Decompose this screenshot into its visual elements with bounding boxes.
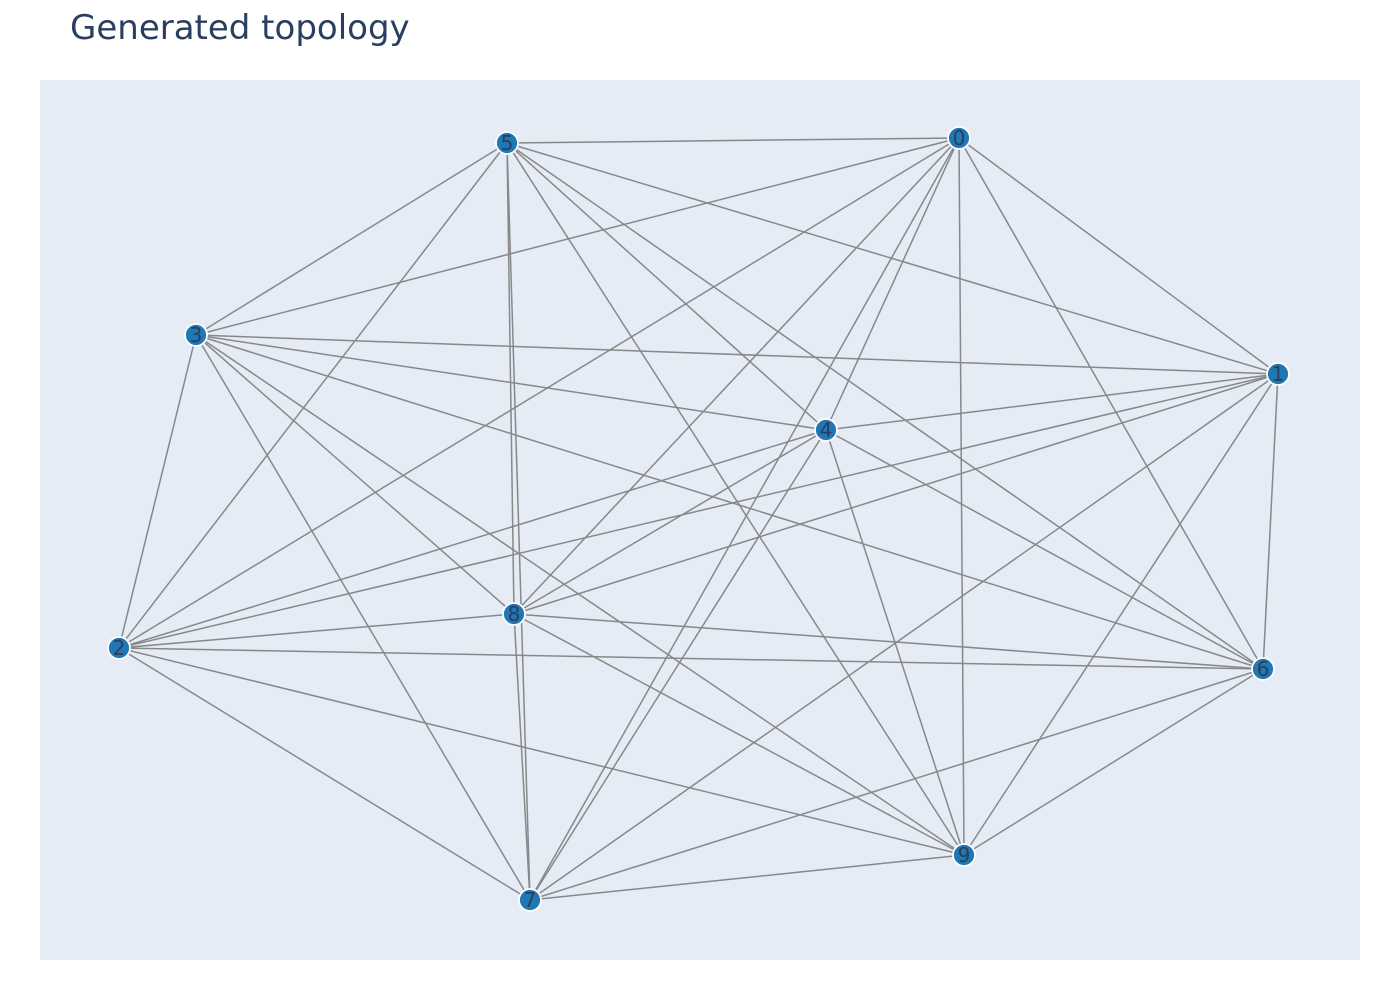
edge-4-2 <box>118 429 827 649</box>
node-marker[interactable] <box>107 636 131 660</box>
edge-5-8 <box>506 142 515 615</box>
node-label: 4 <box>820 418 833 442</box>
node-6[interactable]: 6 <box>1251 657 1275 681</box>
node-1[interactable]: 1 <box>1266 362 1290 386</box>
edge-5-4 <box>506 142 827 431</box>
edge-2-7 <box>118 647 531 901</box>
edge-0-7 <box>529 137 960 901</box>
edge-8-6 <box>513 613 1264 670</box>
node-label: 5 <box>501 131 514 155</box>
node-label: 7 <box>524 888 537 912</box>
edge-1-9 <box>963 373 1279 856</box>
edge-0-8 <box>513 137 960 615</box>
edge-4-8 <box>513 429 827 615</box>
node-label: 6 <box>1257 657 1270 681</box>
edge-layer <box>118 137 1279 901</box>
edge-5-0 <box>506 137 960 144</box>
edge-1-8 <box>513 373 1279 615</box>
edge-6-9 <box>963 668 1264 856</box>
node-marker[interactable] <box>502 602 526 626</box>
node-7[interactable]: 7 <box>518 888 542 912</box>
edge-0-4 <box>825 137 960 431</box>
edge-9-7 <box>529 854 965 901</box>
edge-5-6 <box>506 142 1264 670</box>
edge-1-7 <box>529 373 1279 901</box>
edge-3-9 <box>195 334 965 856</box>
edge-4-6 <box>825 429 1264 670</box>
node-marker[interactable] <box>1266 362 1290 386</box>
edge-2-6 <box>118 647 1264 670</box>
node-2[interactable]: 2 <box>107 636 131 660</box>
node-marker[interactable] <box>814 418 838 442</box>
edge-3-7 <box>195 334 531 901</box>
edge-1-2 <box>118 373 1279 649</box>
edge-8-9 <box>513 613 965 856</box>
chart-title: Generated topology <box>70 8 410 48</box>
edge-1-4 <box>825 373 1279 431</box>
node-label: 3 <box>190 323 203 347</box>
node-label: 9 <box>958 843 971 867</box>
edge-2-9 <box>118 647 965 856</box>
edge-5-3 <box>195 142 508 336</box>
edge-0-3 <box>195 137 960 336</box>
edge-3-6 <box>195 334 1264 670</box>
node-label: 2 <box>113 636 126 660</box>
node-marker[interactable] <box>495 131 519 155</box>
node-8[interactable]: 8 <box>502 602 526 626</box>
node-marker[interactable] <box>952 843 976 867</box>
edge-1-6 <box>1262 373 1279 670</box>
edge-5-2 <box>118 142 508 649</box>
node-5[interactable]: 5 <box>495 131 519 155</box>
edge-5-1 <box>506 142 1279 375</box>
node-label: 0 <box>953 126 966 150</box>
edge-5-7 <box>506 142 531 901</box>
node-layer: 0 1 2 3 4 5 6 7 8 9 <box>107 126 1290 912</box>
edge-3-1 <box>195 334 1279 375</box>
edge-5-9 <box>506 142 965 856</box>
edge-0-6 <box>958 137 1264 670</box>
node-label: 8 <box>508 602 521 626</box>
plot-area <box>40 80 1360 960</box>
edge-2-8 <box>118 613 515 649</box>
edge-3-2 <box>118 334 197 649</box>
edge-6-7 <box>529 668 1264 901</box>
node-marker[interactable] <box>518 888 542 912</box>
edge-0-2 <box>118 137 960 649</box>
edge-0-9 <box>958 137 965 856</box>
edge-8-7 <box>513 613 531 901</box>
node-marker[interactable] <box>184 323 208 347</box>
node-marker[interactable] <box>1251 657 1275 681</box>
edge-4-7 <box>529 429 827 901</box>
edge-0-1 <box>958 137 1279 375</box>
node-marker[interactable] <box>947 126 971 150</box>
node-label: 1 <box>1272 362 1285 386</box>
node-4[interactable]: 4 <box>814 418 838 442</box>
node-3[interactable]: 3 <box>184 323 208 347</box>
edge-3-4 <box>195 334 827 431</box>
node-0[interactable]: 0 <box>947 126 971 150</box>
node-9[interactable]: 9 <box>952 843 976 867</box>
